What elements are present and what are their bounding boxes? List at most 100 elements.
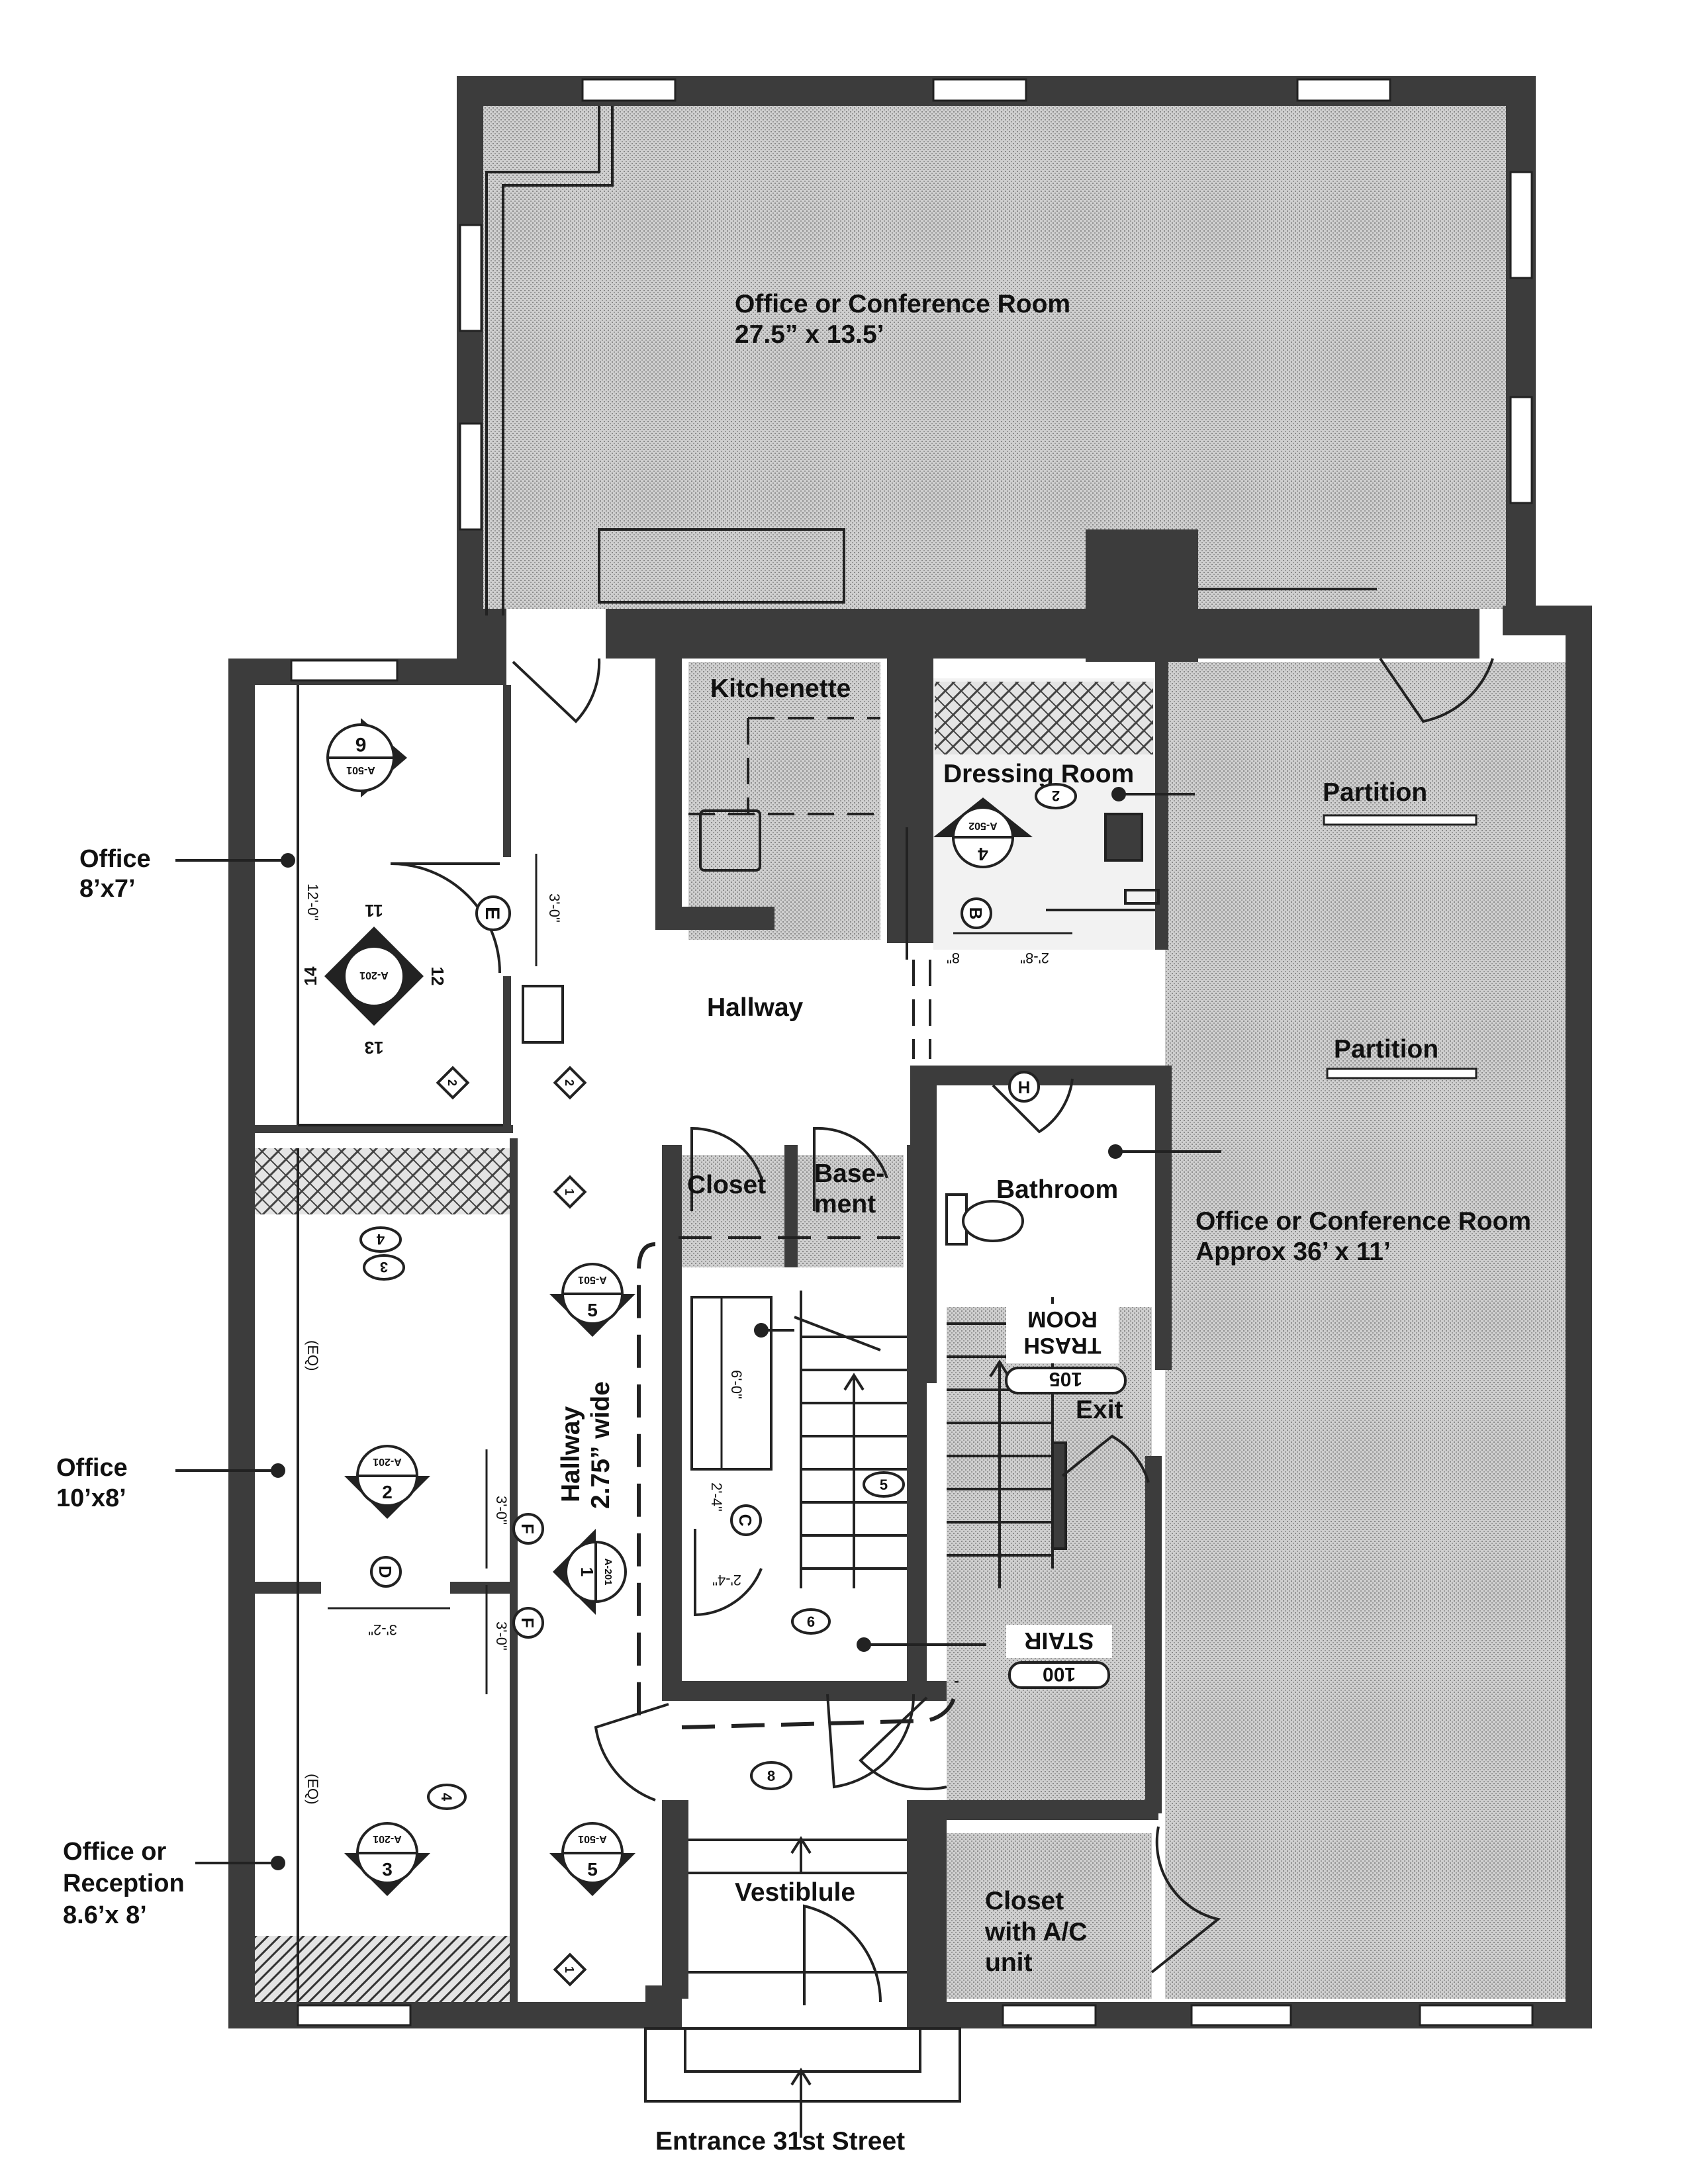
kitchenette-floor (688, 662, 880, 940)
door-tag-b: B (966, 907, 986, 920)
section-marker-2-num: 2 (382, 1482, 393, 1502)
vestibule-label: Vestiblule (735, 1878, 855, 1907)
stair-treads (690, 1291, 1067, 1588)
thin-lines (297, 106, 1377, 2138)
door-tags: E B H C D F F (370, 895, 1040, 1639)
dimension-3-0-c: 3'-0" (493, 1621, 510, 1651)
office-callouts: Office 8’x7’ Office 10’x8’ Office or Rec… (56, 845, 185, 1929)
dimension-3-2: 3'-2" (368, 1621, 397, 1638)
detail-tag-d4a: 4 (376, 1231, 385, 1248)
detail-tag-d2: 2 (1052, 788, 1060, 804)
office-conference-room-top-floor (483, 106, 1508, 609)
stair-tag: 100 STAIR (1006, 1625, 1112, 1689)
door-tag-f2: F (518, 1617, 538, 1628)
office-conference-room-top-size: 27.5” x 13.5’ (735, 320, 884, 349)
detail-tags: 2 3 4 4 5 6 8 1 1 2 2 (359, 783, 1077, 1987)
trash-room-number: 105 (1049, 1368, 1082, 1390)
office-mid-callout-line2: 10’x8’ (56, 1484, 126, 1512)
dimension-3-0-b: 3'-0" (493, 1496, 510, 1525)
door-tag-d: D (375, 1566, 395, 1578)
office-conference-room-right-floor (1165, 662, 1569, 1999)
entrance-label: Entrance 31st Street (655, 2127, 905, 2156)
section-marker-5a-num: 5 (587, 1300, 598, 1320)
section-marker-5a-sheet: A-501 (578, 1274, 607, 1285)
hallway-west-label-line2: 2.75” wide (586, 1381, 615, 1509)
office-conference-room-right-size: Approx 36’ x 11’ (1196, 1238, 1391, 1266)
office-conference-room-right-title: Office or Conference Room (1196, 1207, 1531, 1236)
section-marker-14-n2: 12 (428, 967, 447, 986)
dimension-12-0: 12'-0" (305, 884, 321, 921)
closet-ac-label-line2: with A/C (984, 1918, 1088, 1946)
partition-bottom-label: Partition (1334, 1035, 1438, 1064)
door-tag-f1: F (518, 1524, 538, 1534)
section-marker-1-sheet: A-201 (602, 1559, 614, 1586)
section-marker-2-sheet: A-201 (373, 1456, 402, 1467)
closet-floor (675, 1155, 784, 1267)
hallway-west-label-line1: Hallway (557, 1406, 585, 1502)
basement-label-line2: ment (814, 1190, 876, 1218)
kitchenette-label: Kitchenette (710, 674, 851, 703)
door-tag-h: H (1018, 1077, 1031, 1097)
dimension-eq-1: (EQ) (305, 1340, 321, 1371)
section-marker-1-num: 1 (577, 1567, 597, 1576)
interior-walls (255, 659, 1172, 2028)
office-conference-room-top-title: Office or Conference Room (735, 290, 1070, 318)
office-mid-hatch (255, 1148, 513, 1214)
section-marker-5b-num: 5 (587, 1859, 598, 1880)
section-marker-14-n3: 13 (365, 1038, 384, 1058)
office-bottom-callout-line3: 8.6’x 8’ (63, 1901, 147, 1929)
section-marker-14-n1: 11 (365, 901, 383, 921)
partition-bottom-bar (1326, 1068, 1477, 1079)
partition-top-bar (1323, 814, 1477, 826)
section-marker-3-sheet: A-201 (373, 1833, 402, 1844)
office-top-callout-line1: Office (79, 845, 151, 873)
stair-label: STAIR (1024, 1627, 1094, 1655)
section-marker-3-num: 3 (382, 1859, 393, 1880)
bathroom-label: Bathroom (996, 1175, 1118, 1204)
dressing-room-label: Dressing Room (943, 760, 1134, 788)
dressing-room-hatch (935, 682, 1153, 754)
section-marker-4-num: 4 (978, 844, 988, 864)
callout-leaders (175, 787, 1221, 1870)
section-marker-5a: A-501 5 (549, 1263, 635, 1337)
office-bottom-callout-line1: Office or (63, 1838, 166, 1866)
dimension-3-0-a: 3'-0" (546, 893, 563, 923)
detail-tag-k2b: 2 (563, 1079, 576, 1086)
dimension-2-4-b: 2'-4" (712, 1572, 741, 1588)
section-marker-6-sheet: A-501 (346, 764, 375, 776)
windows (290, 78, 1534, 2026)
trash-room-tag: 105 TRASH ROOM (1005, 1304, 1127, 1394)
detail-tag-k1b: 1 (563, 1966, 576, 1973)
trash-room-label-line1: TRASH (1023, 1333, 1101, 1358)
partition-top-label: Partition (1323, 778, 1427, 807)
section-marker-3: A-201 3 (344, 1822, 430, 1896)
detail-tag-d8: 8 (767, 1768, 775, 1784)
exit-label: Exit (1076, 1396, 1123, 1424)
door-tag-c: C (735, 1514, 755, 1527)
dimension-lines (328, 854, 1072, 1694)
dimension-eq-2: (EQ) (305, 1774, 321, 1804)
room-labels: Office or Conference Room 27.5” x 13.5’ … (557, 290, 1531, 1977)
closet-ac-floor (947, 1833, 1152, 1999)
dimension-6-0: 6'-0" (728, 1370, 745, 1399)
basement-label-line1: Base- (814, 1160, 884, 1188)
detail-tag-d6: 6 (807, 1614, 815, 1630)
section-marker-4-sheet: A-502 (968, 820, 998, 831)
trash-room-label-line2: ROOM (1027, 1306, 1098, 1332)
office-mid-callout-line1: Office (56, 1454, 128, 1482)
section-marker-14-n4: 14 (301, 966, 320, 985)
section-marker-6-num: 6 (355, 733, 367, 755)
office-bottom-callout-line2: Reception (63, 1870, 185, 1897)
dimension-labels: 12'-0" 3'-0" (EQ) (EQ) 3'-0" 3'-0" 3'-2"… (305, 884, 1049, 1804)
toilet-icon (945, 1193, 1024, 1246)
door-swings (390, 657, 1494, 2005)
closet-ac-label-line1: Closet (985, 1887, 1064, 1915)
section-marker-6: 6 A-501 (326, 718, 407, 797)
section-marker-5b: A-501 5 (549, 1822, 635, 1896)
detail-tag-d3: 3 (380, 1259, 388, 1275)
dimension-2-4-a: 2'-4" (708, 1482, 725, 1512)
detail-tag-d5: 5 (880, 1477, 888, 1493)
section-marker-14: A-201 11 12 13 14 (301, 901, 447, 1058)
section-marker-2: A-201 2 (344, 1445, 430, 1519)
